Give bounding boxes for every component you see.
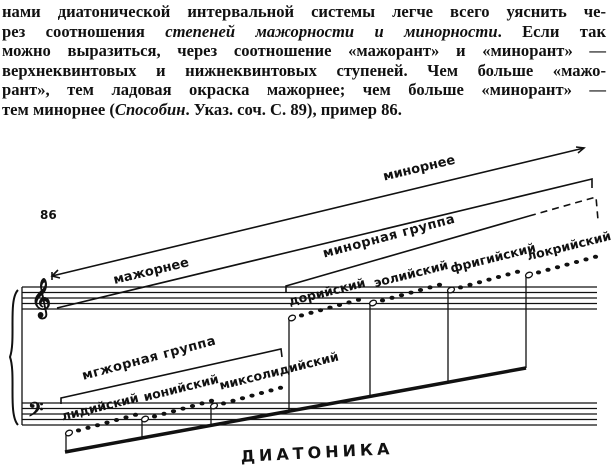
note-head — [564, 262, 570, 267]
note-head — [389, 295, 395, 300]
note-head — [170, 409, 177, 414]
note-head — [476, 280, 483, 285]
text-line: рант», тем ладовая окраска мажорнее; чем… — [2, 80, 606, 100]
note-head — [308, 310, 314, 315]
note-head — [457, 285, 464, 290]
note-head — [75, 428, 82, 433]
note-head — [573, 260, 580, 264]
text-span: можно выразиться, через соотношение «маж… — [2, 41, 606, 61]
text-line: рез соотношения степеней мажорности и ми… — [2, 22, 606, 42]
note-head — [583, 257, 589, 262]
note-head — [199, 401, 205, 406]
note-head — [249, 393, 255, 398]
minor-group-label: минорная группа — [321, 212, 457, 262]
text-span: тем минорнее ( — [2, 99, 115, 119]
half-note-head — [287, 314, 297, 322]
note-head — [346, 300, 352, 305]
text-line: можно выразиться, через соотношение «маж… — [2, 41, 606, 61]
note-head — [505, 272, 511, 277]
note-head — [436, 282, 443, 287]
note-head — [408, 290, 414, 295]
mode-locrian: локрийский — [525, 228, 611, 263]
more-minor-label: минорнее — [382, 153, 457, 185]
note-head — [535, 270, 542, 275]
mode-mixolydian: миксолидийский — [218, 349, 340, 393]
note-head — [268, 388, 274, 393]
mode-phrygian: фригийский — [449, 240, 538, 276]
minor-group-bracket — [285, 195, 599, 292]
note-head — [355, 297, 362, 302]
treble-staff — [22, 286, 597, 310]
note-head — [189, 404, 196, 408]
note-head — [514, 269, 521, 274]
text-span: . Если так — [497, 21, 607, 41]
diatonic-beam — [64, 366, 527, 454]
note-head — [327, 305, 333, 310]
half-note-head — [209, 402, 219, 410]
note-head — [220, 401, 227, 406]
note-head — [180, 406, 186, 411]
treble-clef-icon: 𝄞 — [31, 278, 51, 320]
note-head — [151, 414, 158, 419]
note-head — [113, 418, 120, 422]
note-head — [486, 277, 492, 282]
note-head — [427, 285, 433, 290]
text-span: верхнеквинтовых и нижнеквинтовых ступене… — [2, 60, 606, 80]
note-head — [239, 396, 246, 401]
half-note-head — [524, 271, 534, 279]
half-note-head — [368, 299, 378, 307]
note-head — [277, 385, 284, 390]
note-head — [554, 265, 561, 270]
caption-diatonic: ДИАТОНИКА — [240, 439, 394, 466]
text-line: нами диатонической интервальной системы … — [2, 2, 606, 22]
more-major-label: мажорнее — [112, 255, 191, 288]
half-note-head — [446, 286, 456, 294]
text-span: рез соотношения — [2, 21, 166, 41]
more-minor-arrow — [50, 146, 586, 280]
note-head — [230, 398, 236, 403]
note-head — [94, 423, 101, 428]
note-head — [298, 313, 305, 318]
brace — [8, 289, 19, 426]
note-head — [104, 420, 110, 425]
example-number: 86 — [40, 208, 57, 222]
note-head — [379, 298, 386, 303]
overall-bracket — [56, 177, 593, 309]
note-head — [398, 293, 405, 298]
half-note-head — [64, 429, 74, 437]
note-head — [161, 411, 167, 416]
note-head — [495, 275, 502, 279]
text-span: . Указ. соч. С. 89), пример 86. — [185, 99, 402, 119]
text-span: нами диатонической интервальной системы … — [2, 2, 606, 21]
note-head — [258, 391, 265, 395]
note-head — [123, 415, 129, 420]
text-line: верхнеквинтовых и нижнеквинтовых ступене… — [2, 61, 606, 81]
note-head — [85, 425, 91, 430]
body-paragraph: нами диатонической интервальной системы … — [2, 2, 606, 120]
italic-author: Способин — [114, 99, 186, 119]
note-head — [317, 308, 324, 313]
text-line: тем минорнее (Способин. Указ. соч. С. 89… — [2, 100, 606, 120]
text-span: рант», тем ладовая окраска мажорнее; чем… — [2, 80, 606, 100]
italic-term: степеней мажорности и минорности — [165, 21, 498, 41]
note-head — [336, 303, 343, 307]
mode-ionian: ионийский — [142, 371, 220, 404]
scale-notes — [64, 254, 599, 452]
half-note-head — [140, 415, 150, 423]
note-head — [208, 398, 215, 403]
major-group-bracket — [60, 348, 283, 404]
note-head — [467, 282, 473, 287]
note-head — [545, 267, 551, 272]
note-head — [417, 288, 424, 292]
note-head — [132, 412, 139, 417]
bass-clef-icon: 𝄢 — [28, 398, 43, 426]
note-head — [592, 254, 599, 259]
